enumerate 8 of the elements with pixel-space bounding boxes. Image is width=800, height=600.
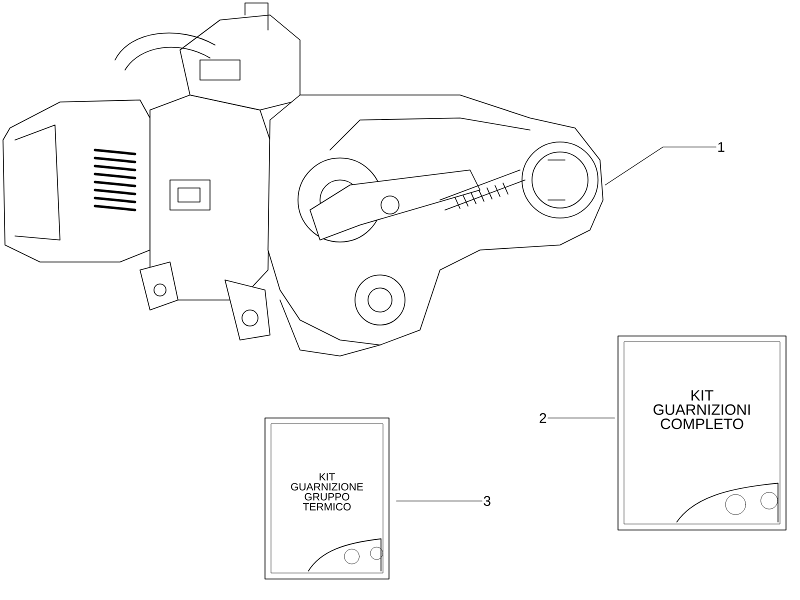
gasket-kit-package: KIT GUARNIZIONE GRUPPO TERMICO [264, 418, 390, 580]
callout-number: 1 [718, 142, 724, 152]
callout-number: 2 [540, 413, 546, 423]
leader-line [396, 500, 482, 502]
engine-drawing [2, 2, 604, 356]
gasket-kit-package: KIT GUARNIZIONI COMPLETO [618, 336, 786, 530]
callout-number: 3 [484, 496, 490, 506]
leader-line [604, 146, 716, 186]
